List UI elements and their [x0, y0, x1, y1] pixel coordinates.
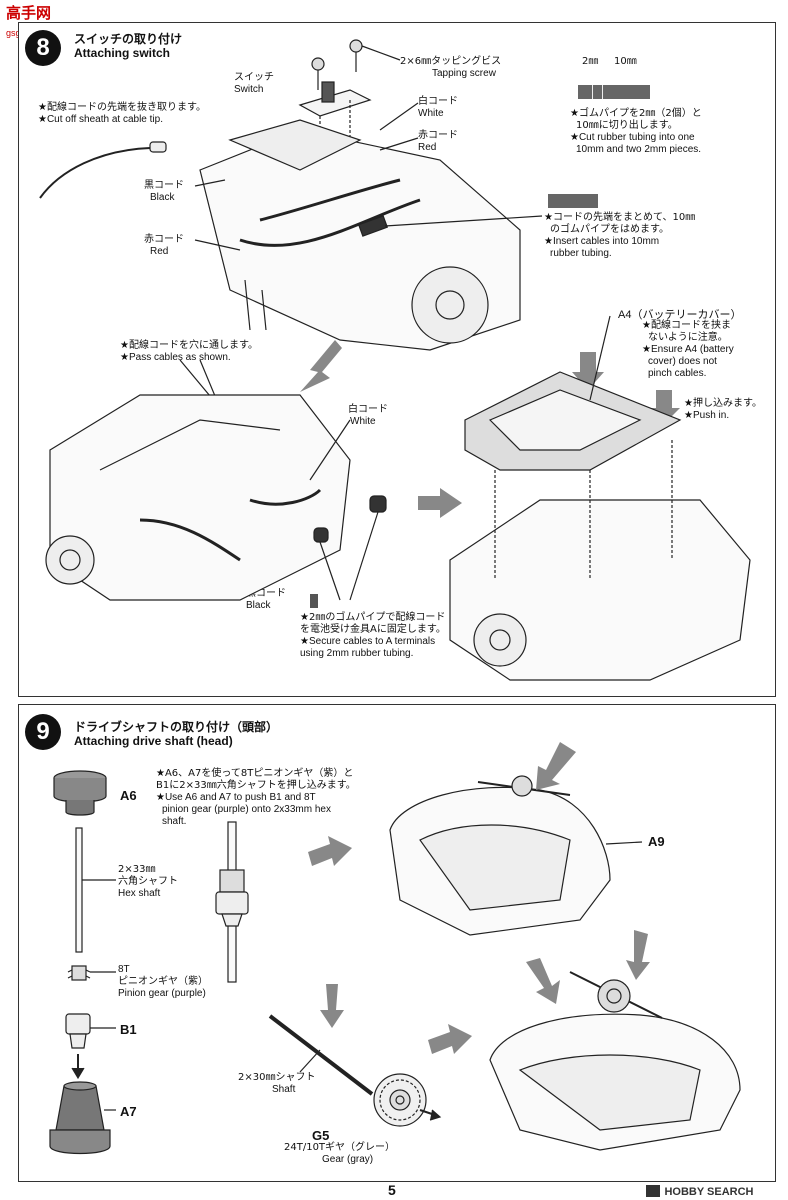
- step9-note-en3: shaft.: [162, 816, 187, 827]
- step9-number: 9: [25, 714, 61, 750]
- tube-2mm: [310, 594, 318, 608]
- switch-label-en: Switch: [234, 84, 264, 95]
- step9-note-en2: pinion gear (purple) onto 2x33mm hex: [162, 804, 331, 815]
- white2-jp: 白コード: [348, 404, 388, 415]
- shaft30-en: Shaft: [272, 1084, 296, 1095]
- a4-label: A4（バッテリーカバー）: [618, 309, 742, 321]
- red-label-en: Red: [418, 142, 437, 153]
- shaft-en: Hex shaft: [118, 888, 161, 899]
- step8-number: 8: [25, 30, 61, 66]
- pass-en: ★Pass cables as shown.: [120, 352, 231, 363]
- insert-en2: rubber tubing.: [550, 248, 612, 259]
- part-b1: B1: [120, 1022, 137, 1037]
- a4-note-en1: ★Ensure A4 (battery: [642, 344, 734, 355]
- part-a6: A6: [120, 788, 137, 803]
- push-en: ★Push in.: [684, 410, 730, 421]
- secure-jp1: ★2㎜のゴムパイプで配線コード: [300, 612, 446, 623]
- watermark-cn: 高手网: [6, 4, 52, 22]
- secure-en1: ★Secure cables to A terminals: [300, 636, 436, 647]
- rubber-tube-strip: [578, 85, 650, 99]
- gear-jp: 24T/10Tギヤ（グレー）: [284, 1142, 396, 1153]
- red-label2-jp: 赤コード: [144, 234, 184, 245]
- a4-note-en3: pinch cables.: [648, 368, 707, 379]
- step8-title-jp: スイッチの取り付け: [74, 32, 183, 46]
- screw-label-jp: 2×6㎜タッピングビス: [400, 56, 502, 67]
- red-label2-en: Red: [150, 246, 169, 257]
- pass-jp: ★配線コードを穴に通します。: [120, 340, 258, 351]
- step8-title-en: Attaching switch: [74, 46, 171, 60]
- a4-note-jp2: ないように注意。: [648, 332, 728, 343]
- cut-sheath-jp: ★配線コードの先端を抜き取ります。: [38, 102, 206, 113]
- white-label-en: White: [418, 108, 444, 119]
- a4-note-en2: cover) does not: [648, 356, 717, 367]
- insert-en1: ★Insert cables into 10mm: [544, 236, 660, 247]
- white2-en: White: [350, 416, 376, 427]
- white-label-jp: 白コード: [418, 96, 458, 107]
- insert-jp2: のゴムパイプをはめます。: [550, 224, 669, 235]
- red-label-jp: 赤コード: [418, 130, 458, 141]
- tube-dim-2: 2㎜: [582, 56, 599, 67]
- part-a7: A7: [120, 1104, 137, 1119]
- screw-label-en: Tapping screw: [432, 68, 496, 79]
- push-jp: ★押し込みます。: [684, 398, 762, 409]
- black2-jp: 黒コード: [246, 588, 286, 599]
- part-a9: A9: [648, 834, 665, 849]
- step9-note-jp2: B1に2×33㎜六角シャフトを押し込みます。: [156, 780, 356, 791]
- step9-title-en: Attaching drive shaft (head): [74, 734, 233, 748]
- pinion-jp: ピニオンギヤ（紫）: [118, 976, 208, 987]
- tube-cut-jp1: ★ゴムパイプを2㎜（2個）と: [570, 108, 702, 119]
- tube-cut-en2: 10mm and two 2mm pieces.: [576, 144, 702, 155]
- shaft-jp1: 2×33㎜: [118, 864, 156, 875]
- part-g5: G5: [312, 1128, 330, 1143]
- black2-en: Black: [246, 600, 271, 611]
- hobbysearch-brand: HOBBY SEARCH: [664, 1186, 754, 1198]
- tube-10mm: [548, 194, 598, 208]
- step9-title-jp: ドライブシャフトの取り付け（頭部）: [74, 720, 279, 734]
- step9-note-jp1: ★A6、A7を使って8Tピニオンギヤ（紫）と: [156, 768, 354, 779]
- pinion-8t: 8T: [118, 964, 130, 975]
- pinion-en: Pinion gear (purple): [118, 988, 206, 999]
- shaft-jp2: 六角シャフト: [118, 876, 178, 887]
- tube-cut-en1: ★Cut rubber tubing into one: [570, 132, 695, 143]
- hobbysearch-mark-icon: [646, 1184, 660, 1197]
- cut-sheath-en: ★Cut off sheath at cable tip.: [38, 114, 163, 125]
- tube-dim-10: 10㎜: [614, 56, 637, 67]
- page-number: 5: [388, 1182, 396, 1198]
- black-label-en: Black: [150, 192, 175, 203]
- black-label-jp: 黒コード: [144, 180, 184, 191]
- secure-en2: using 2mm rubber tubing.: [300, 648, 414, 659]
- insert-jp1: ★コードの先端をまとめて、10㎜: [544, 212, 696, 223]
- a4-note-jp1: ★配線コードを挟ま: [642, 320, 731, 331]
- tube-cut-jp2: 10㎜に切り出します。: [576, 120, 678, 131]
- gear-en: Gear (gray): [322, 1154, 374, 1165]
- secure-jp2: を電池受け金具Aに固定します。: [300, 624, 446, 635]
- switch-label-jp: スイッチ: [234, 72, 274, 83]
- shaft30-jp: 2×30㎜シャフト: [238, 1072, 316, 1083]
- hobbysearch-logo: HOBBY SEARCH: [646, 1182, 753, 1200]
- step9-note-en1: ★Use A6 and A7 to push B1 and 8T: [156, 792, 316, 803]
